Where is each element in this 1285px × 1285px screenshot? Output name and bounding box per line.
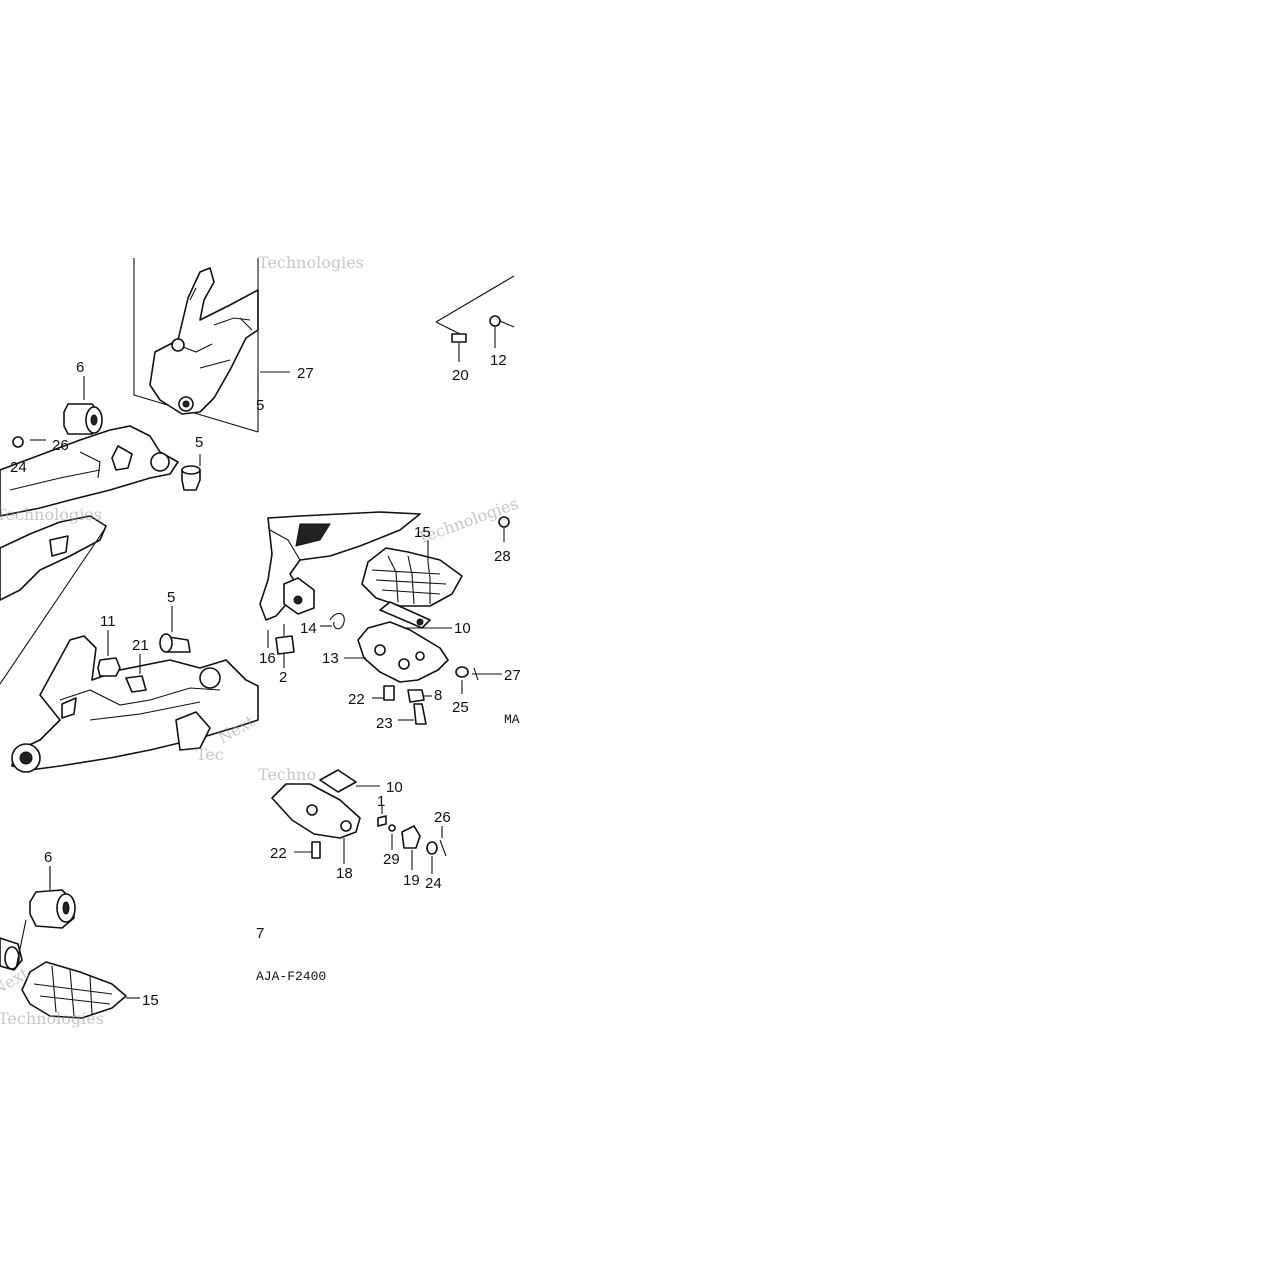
washer-25-and-pin-27 [455,666,502,694]
callout-29: 29 [383,851,400,868]
step-rubber-15-lower [21,961,140,1019]
detent-plate-19 [401,825,421,870]
bolt-12 [489,315,515,348]
callout-15: 15 [414,524,431,541]
callout-1: 1 [377,793,385,810]
callout-2: 2 [279,669,287,686]
callout-24: 24 [10,459,27,476]
callout-27: 27 [504,667,521,684]
callout-25: 25 [452,699,469,716]
callout-13: 13 [322,650,339,667]
pivot-bolt-5-lower [159,606,191,653]
frame-bracket-assembly [133,258,259,433]
spring-14 [320,612,345,630]
callout-6: 6 [44,849,52,866]
tile-fragment: 7 [256,925,264,942]
bolt-22-lower [294,841,321,859]
callout-26: 26 [52,437,69,454]
rear-bracket-upper [0,425,179,517]
watermark-text: Tec [196,745,224,764]
swingarm-bracket [11,635,259,773]
callout-22: 22 [270,845,287,862]
watermark-text: Technologies [0,1009,104,1028]
collar-lower-left [0,919,27,971]
washer-24-lower [426,841,438,874]
bushing-6-upper [63,403,103,435]
pivot-bolt-5-upper [181,454,201,491]
callout-5: 5 [256,397,264,414]
callout-24: 24 [425,875,442,892]
step-rubber-15 [361,547,463,607]
callout-18: 18 [336,865,353,882]
watermark-text: Technologies [258,253,364,272]
watermark-text: Techno [258,765,316,784]
collar-8 [407,689,425,703]
tile-fragment: MA [504,712,520,727]
callout-11: 11 [100,613,116,630]
pin-26-lower [439,826,447,857]
callout-16: 16 [259,650,276,667]
callout-5: 5 [167,589,175,606]
footpeg-holder-18 [271,783,361,864]
callout-10: 10 [386,779,403,796]
callout-23: 23 [376,715,393,732]
callout-26: 26 [434,809,451,826]
bolt-22-center [372,685,395,701]
callout-15: 15 [142,992,159,1009]
callout-22: 22 [348,691,365,708]
callout-10: 10 [454,620,471,637]
bolt-23 [398,703,427,725]
step-plate-10-lower [319,769,380,793]
bushing-6-lower [29,866,76,929]
cap-28 [498,516,510,542]
stopper-16 [267,624,295,668]
ball-29 [388,824,396,850]
callout-6: 6 [76,359,84,376]
callout-19: 19 [403,872,420,889]
callout-14: 14 [300,620,317,637]
watermark-text: Technologies [0,505,102,524]
bushing-11 [97,630,121,677]
footpeg-holder-13 [357,621,449,683]
callout-12: 12 [490,352,507,369]
diagram-code: AJA-F2400 [256,969,326,984]
bolt-20 [435,321,467,362]
step-bracket [259,511,421,621]
callout-8: 8 [434,687,442,704]
rear-bracket-lower-left [0,515,107,685]
callout-28: 28 [494,548,511,565]
callout-27: 27 [297,365,314,382]
callout-5: 5 [195,434,203,451]
callout-21: 21 [132,637,149,654]
spring-1 [377,806,387,827]
bolt-21 [125,654,147,693]
washer-24-upper [12,436,24,448]
step-plate-10 [379,601,431,629]
callout-20: 20 [452,367,469,384]
